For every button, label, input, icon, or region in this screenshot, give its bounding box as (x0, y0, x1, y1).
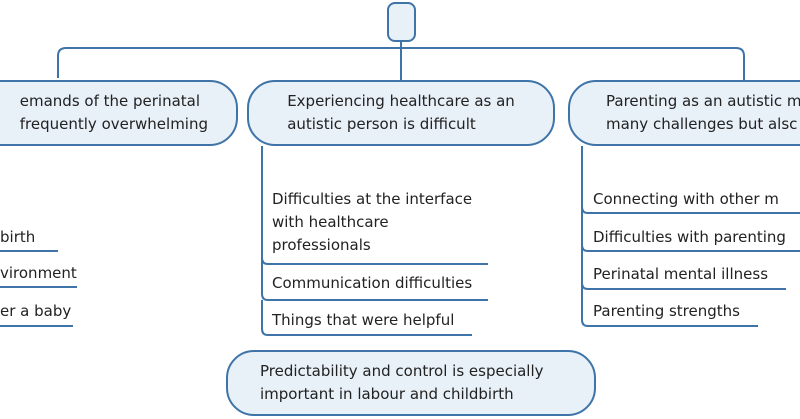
center-item-2[interactable]: Communication difficulties (272, 274, 473, 292)
center-item-underline-1 (261, 257, 488, 265)
left-item-3[interactable]: er a baby (0, 302, 72, 320)
branch-node-right[interactable]: Parenting as an autistic m many challeng… (568, 80, 800, 146)
bottom-node-line-1: Predictability and control is especially (260, 362, 544, 380)
right-trunk (581, 146, 758, 327)
left-item-1[interactable]: birth (0, 228, 36, 246)
branch-left-line-1: emands of the perinatal (19, 92, 201, 110)
branch-node-center[interactable]: Experiencing healthcare as an autistic p… (247, 80, 555, 146)
right-item-4[interactable]: Parenting strengths (593, 302, 740, 320)
center-trunk-lower (261, 300, 472, 336)
center-trunk (261, 146, 269, 301)
center-item-1-line-1: Difficulties at the interface (272, 190, 473, 208)
right-item-underline-1 (581, 206, 800, 214)
right-item-3[interactable]: Perinatal mental illness (593, 265, 769, 283)
branch-node-left[interactable]: emands of the perinatal frequently overw… (0, 80, 238, 146)
right-item-2[interactable]: Difficulties with parenting (593, 228, 786, 246)
center-item-1-line-2: with healthcare (272, 213, 389, 231)
root-node[interactable] (387, 2, 416, 42)
bottom-node-line-2: important in labour and childbirth (260, 385, 514, 403)
right-item-1[interactable]: Connecting with other m (593, 190, 779, 208)
branch-left-line-2: frequently overwhelming (19, 115, 208, 133)
center-item-1-line-3: professionals (272, 236, 371, 254)
branch-right-line-2: many challenges but alsc (606, 115, 798, 133)
right-item-underline-3 (581, 282, 786, 290)
branch-right-line-1: Parenting as an autistic m (606, 92, 800, 110)
center-item-1[interactable]: Difficulties at the interface with healt… (272, 188, 472, 257)
right-item-underline-2 (581, 244, 800, 252)
center-item-3[interactable]: Things that were helpful (272, 311, 455, 329)
branch-center-line-2: autistic person is difficult (287, 115, 476, 133)
branch-center-line-1: Experiencing healthcare as an (287, 92, 515, 110)
bottom-node[interactable]: Predictability and control is especially… (226, 350, 596, 416)
left-item-2[interactable]: vironment (0, 264, 77, 282)
